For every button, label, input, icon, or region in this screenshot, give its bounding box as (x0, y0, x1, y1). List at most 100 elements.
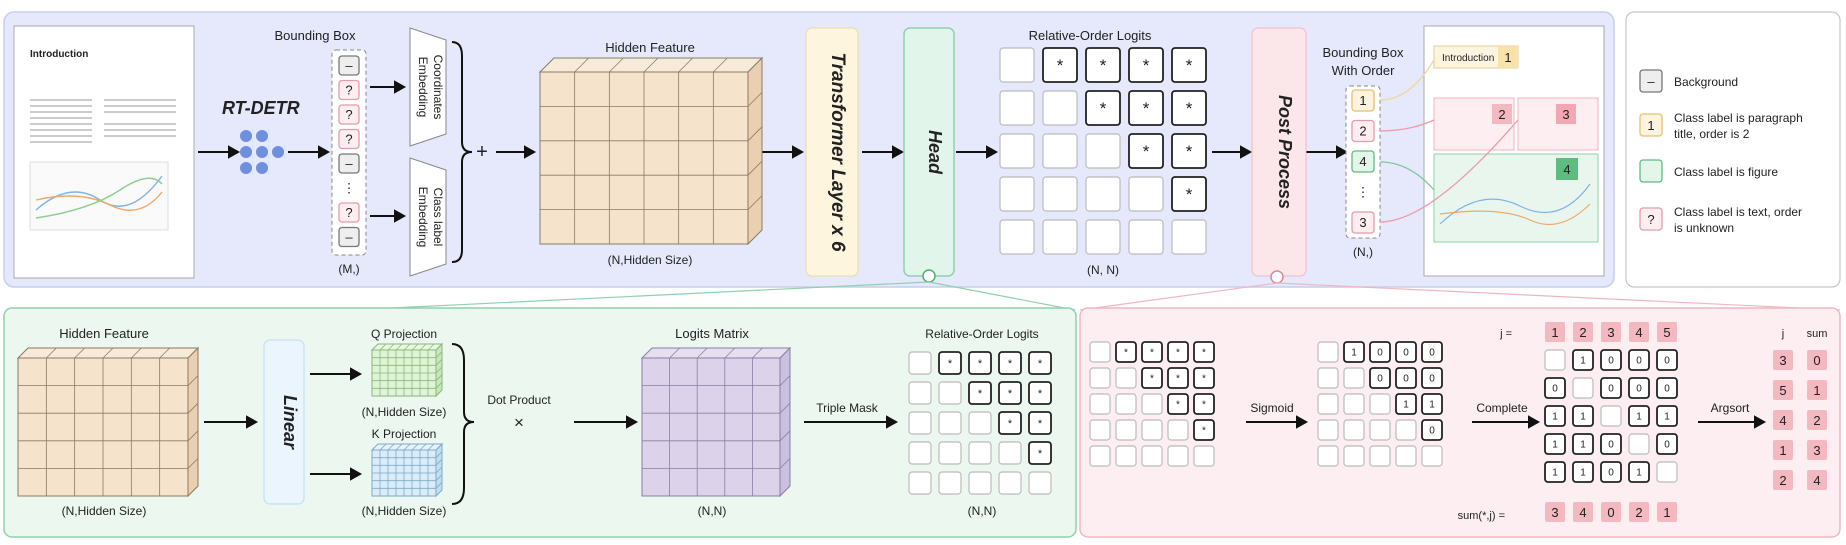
bbox-token (338, 55, 360, 76)
sorted-sum-value: 3 (1813, 443, 1820, 458)
j-value: 2 (1579, 325, 1586, 340)
grid-cell (968, 351, 992, 375)
bbox-tokens: –???–⋮?– (338, 55, 360, 248)
bbox-token-label: ? (345, 107, 352, 122)
sorted-j-cell (1773, 410, 1793, 430)
order-title-2: With Order (1332, 63, 1396, 78)
j-value: 3 (1607, 325, 1614, 340)
grid-cell-value: 0 (1377, 374, 1383, 385)
head-hidden-shape: (N,Hidden Size) (62, 504, 147, 518)
zoom-head-icon[interactable] (922, 269, 936, 283)
bbox-token-label: ? (345, 83, 352, 98)
order-tokens: 124⋮3 (1351, 89, 1375, 234)
j-value: 1 (1551, 325, 1558, 340)
grid-cell (1085, 176, 1121, 212)
grid-cell (1115, 341, 1137, 363)
grid-cell (1171, 90, 1207, 126)
order-token (1351, 119, 1375, 143)
sorted-sum-value: 2 (1813, 413, 1820, 428)
grid-cell (938, 351, 962, 375)
grid-cell (1572, 405, 1594, 427)
grid-cell (968, 441, 992, 465)
sorted-j-value: 4 (1779, 413, 1786, 428)
q-title: Q Projection (371, 327, 437, 341)
grid-cell (1544, 461, 1566, 483)
logits-matrix-shape: (N,N) (698, 504, 727, 518)
out-badge-3: 3 (1562, 107, 1569, 122)
grid-cell-value: * (1100, 56, 1107, 75)
logits-cube-top (640, 347, 792, 359)
bbox-token (338, 153, 360, 174)
head-label: Head (925, 130, 945, 175)
post-arrows (1246, 415, 1767, 429)
grid-cell (1115, 419, 1137, 441)
zoom-post-icon[interactable] (1270, 270, 1284, 284)
legend-swatch (1639, 69, 1663, 93)
sum-value: 3 (1551, 505, 1558, 520)
grid-cell-value: 1 (1552, 468, 1558, 479)
grid-cell (908, 441, 932, 465)
grid-cell (1628, 405, 1650, 427)
grid-cell-value: 0 (1664, 440, 1670, 451)
head-hidden-cube-side (187, 346, 199, 498)
grid-cell (1572, 461, 1594, 483)
j-value-cell (1629, 322, 1649, 342)
bbox-token-label: ⋮ (343, 181, 356, 196)
input-document: Introduction (13, 25, 195, 279)
grid-cell (1167, 367, 1189, 389)
logits-matrix-title: Logits Matrix (675, 326, 749, 341)
q-shape: (N,Hidden Size) (362, 405, 447, 419)
grid-cell (938, 471, 962, 495)
grid-cell (1628, 377, 1650, 399)
transformer-label: Transformer Layer x 6 (827, 52, 848, 252)
grid-cell-value: 0 (1664, 356, 1670, 367)
grid-cell (1343, 445, 1365, 467)
grid-cell (1128, 176, 1164, 212)
legend-text-2: title, order is 2 (1674, 127, 1750, 141)
grid-cell (1395, 445, 1417, 467)
grid-cell (1128, 133, 1164, 169)
grid-cell (1089, 367, 1111, 389)
linear-block (263, 339, 305, 505)
grid-cell-value: * (1186, 185, 1193, 204)
grid-cell (1085, 219, 1121, 255)
grid-cell (1042, 176, 1078, 212)
grid-cell (1656, 377, 1678, 399)
grid-cell-value: 0 (1552, 384, 1558, 395)
grid-cell-value: 0 (1608, 356, 1614, 367)
sum-value: 4 (1579, 505, 1586, 520)
grid-cell (1343, 393, 1365, 415)
grid-cell (1343, 341, 1365, 363)
model-name: RT-DETR (222, 98, 300, 118)
grid-cell (1572, 377, 1594, 399)
grid-cell-value: * (1143, 56, 1150, 75)
grid-cell (1042, 219, 1078, 255)
grid-cell (1656, 461, 1678, 483)
j-value-cell (1657, 322, 1677, 342)
grid-cell (1369, 341, 1391, 363)
sum-value: 0 (1607, 505, 1614, 520)
grid-cell-value: 1 (1580, 412, 1586, 423)
bbox-title: Bounding Box (275, 28, 356, 43)
grid-cell-value: * (1150, 374, 1154, 385)
grid-cell (1656, 405, 1678, 427)
triple-mask-label: Triple Mask (816, 401, 879, 415)
k-title: K Projection (372, 427, 437, 441)
grid-cell (999, 47, 1035, 83)
dot-product-label: Dot Product (487, 393, 551, 407)
order-title-1: Bounding Box (1323, 45, 1404, 60)
legend-swatch (1639, 207, 1663, 231)
grid-cell (998, 471, 1022, 495)
grid-cell (999, 133, 1035, 169)
grid-cell-value: 0 (1636, 384, 1642, 395)
grid-cell (1028, 471, 1052, 495)
grid-cell (1085, 47, 1121, 83)
grid-cell-value: * (948, 358, 953, 370)
grid-cell-value: * (1202, 348, 1206, 359)
q-projection-tensor (370, 342, 444, 398)
legend-symbol: ? (1647, 212, 1654, 227)
grid-cell (1369, 393, 1391, 415)
transformer-block (805, 27, 859, 277)
grid-cell (1115, 393, 1137, 415)
logits-shape: (N, N) (1087, 263, 1119, 277)
